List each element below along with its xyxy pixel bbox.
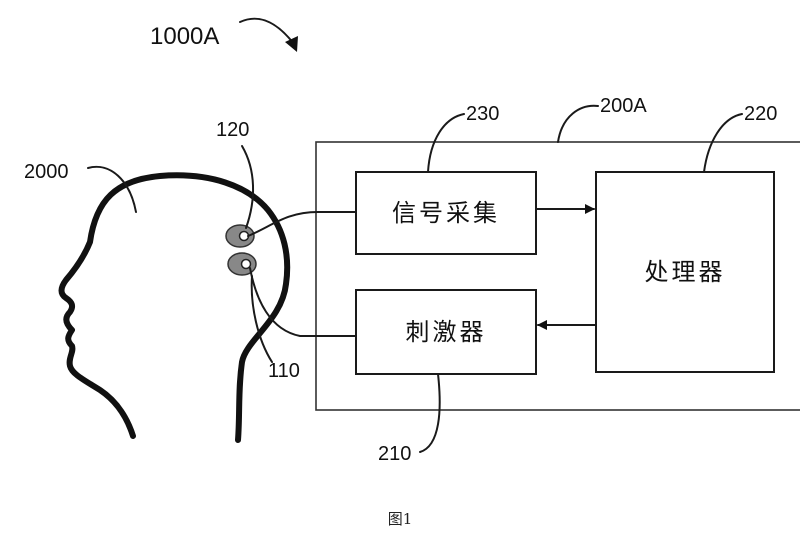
electrode-bottom-leader [250,275,273,363]
acquisition-block [355,171,537,255]
processor-block [595,171,775,373]
acquisition-leader [427,113,465,173]
electrode-top-label: 120 [216,119,249,141]
stimulator-leader [419,373,441,453]
device-label: 200A [600,95,647,117]
system-arrow [239,17,295,45]
head-leader [87,165,137,213]
head-outline [58,172,291,443]
stimulator-block [355,289,537,375]
head-label: 2000 [24,161,69,183]
device-leader [557,104,599,143]
electrode-110 [227,252,257,276]
electrode-top-leader [241,145,254,229]
acquisition-text: 信号采集 [392,199,500,227]
system-label: 1000A [150,23,219,50]
wire-stimulator-to-electrode [249,267,357,337]
electrode-bottom-label: 110 [268,360,300,382]
processor-leader [703,113,743,173]
wire-electrode-to-acquisition [247,211,357,237]
processor-text: 处理器 [645,258,726,286]
stimulator-text: 刺激器 [406,318,487,346]
figure-caption: 图1 [388,510,413,528]
electrode-120 [225,224,255,248]
stimulator-label: 210 [378,443,411,465]
processor-label: 220 [744,103,777,125]
acquisition-label: 230 [466,103,499,125]
system-arrowhead [285,36,298,52]
